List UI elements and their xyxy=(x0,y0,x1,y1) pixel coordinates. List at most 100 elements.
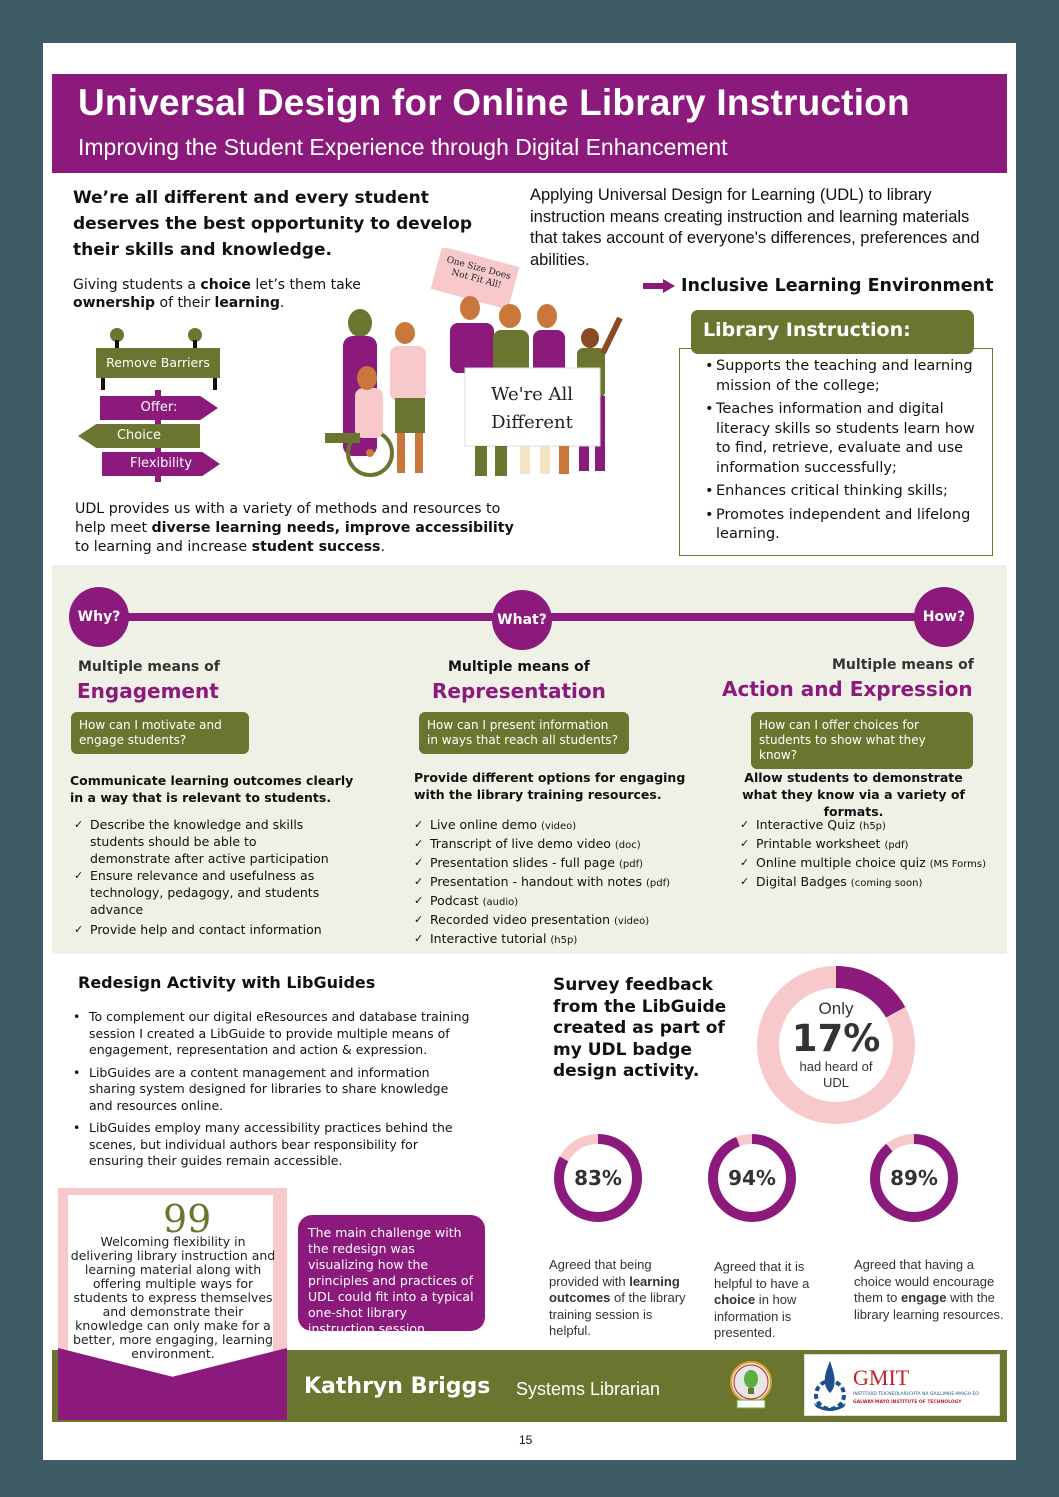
donut-pre-label: Only xyxy=(818,999,854,1018)
check-item: Interactive tutorial (h5p) xyxy=(414,930,704,949)
caption-89: Agreed that having a choice would encour… xyxy=(854,1257,1004,1322)
node-what: What? xyxy=(492,590,552,650)
check-item: Online multiple choice quiz (MS Forms) xyxy=(740,854,1000,873)
list-item: Enhances critical thinking skills; xyxy=(705,482,990,502)
text-run: . xyxy=(380,539,385,555)
action-checklist: Interactive Quiz (h5p) Printable workshe… xyxy=(740,816,1000,892)
poster-subtitle: Improving the Student Experience through… xyxy=(78,134,728,160)
check-item: Live online demo (video) xyxy=(414,816,704,835)
check-item: Podcast (audio) xyxy=(414,892,704,911)
intro-lead: We’re all different and every student de… xyxy=(73,188,472,260)
text-bold: student success xyxy=(251,539,381,555)
check-item: Printable worksheet (pdf) xyxy=(740,835,1000,854)
check-item: Digital Badges (coming soon) xyxy=(740,873,1000,892)
redesign-list: To complement our digital eResources and… xyxy=(73,1009,473,1176)
author-name: Kathryn Briggs xyxy=(304,1374,491,1399)
caption-94: Agreed that it is helpful to have a choi… xyxy=(714,1259,810,1340)
crowd-illustration-icon: One Size Does Not Fit All! We're All xyxy=(325,246,623,477)
sign-board-remove-barriers: Remove Barriers xyxy=(96,348,220,378)
check-item: Interactive Quiz (h5p) xyxy=(740,816,1000,835)
inclusive-label: Inclusive Learning Environment xyxy=(681,276,994,296)
library-instruction-heading: Library Instruction: xyxy=(691,310,974,354)
donut-chart-icon xyxy=(554,1134,642,1222)
post xyxy=(213,378,217,390)
donut-94-percent: 94% xyxy=(707,1133,797,1223)
gmit-irish-name: INSTITIÚID TEICNEOLAÍOCHTA NA GAILLIMHE-… xyxy=(853,1392,979,1397)
donut-value: 83% xyxy=(574,1166,622,1190)
list-item: Promotes independent and lifelong learni… xyxy=(705,506,990,545)
action-lead: Allow students to demonstrate what they … xyxy=(742,770,965,819)
donut-post-label: had heard of UDL xyxy=(799,1059,873,1090)
knob-icon xyxy=(110,328,124,342)
list-item: Teaches information and digital literacy… xyxy=(705,400,990,478)
donut-83-percent: 83% xyxy=(553,1133,643,1223)
representation-question: How can I present information in ways th… xyxy=(419,712,629,754)
node-how: How? xyxy=(914,587,974,647)
arrow-right-icon xyxy=(643,279,675,293)
svg-text:We're All: We're All xyxy=(491,384,573,405)
caption-83: Agreed that being provided with learning… xyxy=(549,1257,686,1338)
sign-arrow-offer: Offer: xyxy=(100,396,218,420)
quote-text: Welcoming flexibility in delivering libr… xyxy=(70,1234,276,1361)
representation-checklist: Live online demo (video) Transcript of l… xyxy=(414,816,704,949)
challenge-callout: The main challenge with the redesign was… xyxy=(298,1215,485,1336)
donut-value: 94% xyxy=(728,1166,776,1190)
poster-header: Universal Design for Online Library Inst… xyxy=(52,74,1007,173)
text-bold: learning xyxy=(214,295,280,311)
donut-value: 17% xyxy=(791,1017,881,1060)
post xyxy=(101,378,105,390)
intro-choice-text: Giving students a choice let’s them take… xyxy=(73,276,373,312)
poster-title: Universal Design for Online Library Inst… xyxy=(78,82,910,123)
list-item: LibGuides employ many accessibility prac… xyxy=(73,1120,473,1170)
check-item: Ensure relevance and usefulness as techn… xyxy=(74,867,334,918)
col-engagement-title: Engagement xyxy=(77,679,219,703)
gmit-english-name: GALWAY-MAYO INSTITUTE OF TECHNOLOGY xyxy=(853,1400,962,1405)
gmit-wordmark: GMIT xyxy=(853,1365,910,1390)
gmit-flame-icon xyxy=(814,1361,846,1411)
library-instruction-list: Supports the teaching and learning missi… xyxy=(705,357,990,549)
check-item: Transcript of live demo video (doc) xyxy=(414,835,704,854)
text-bold: diverse learning needs, improve accessib… xyxy=(151,520,514,536)
survey-title: Survey feedback from the LibGuide create… xyxy=(553,975,727,1081)
check-item: Presentation - handout with notes (pdf) xyxy=(414,873,704,892)
col-representation-sub: Multiple means of xyxy=(448,659,590,675)
text-run: . xyxy=(279,295,285,311)
donut-17-percent: Only 17% had heard of UDL xyxy=(756,965,916,1125)
list-item: Supports the teaching and learning missi… xyxy=(705,357,990,396)
representation-lead: Provide different options for engaging w… xyxy=(414,770,686,802)
col-representation-title: Representation xyxy=(432,679,606,703)
text-run: Giving students a xyxy=(73,277,201,293)
quote-mark-icon: 99 xyxy=(163,1197,212,1241)
badge-logo-icon xyxy=(729,1360,773,1410)
donut-value: 89% xyxy=(890,1166,938,1190)
poster-page: Universal Design for Online Library Inst… xyxy=(43,43,1016,1460)
engagement-question: How can I motivate and engage students? xyxy=(71,712,249,754)
redesign-title: Redesign Activity with LibGuides xyxy=(78,973,376,992)
text-bold: choice xyxy=(200,277,251,293)
author-role: Systems Librarian xyxy=(516,1379,661,1399)
engagement-checklist: Describe the knowledge and skills studen… xyxy=(74,816,334,938)
check-item: Presentation slides - full page (pdf) xyxy=(414,854,704,873)
engagement-lead: Communicate learning outcomes clearly in… xyxy=(70,773,354,805)
svg-text:Different: Different xyxy=(491,412,573,433)
applying-udl-text: Applying Universal Design for Learning (… xyxy=(530,186,980,269)
check-item: Describe the knowledge and skills studen… xyxy=(74,816,334,867)
donut-chart-icon xyxy=(708,1134,796,1222)
signpost-graphic: Remove Barriers Offer: Choice Flexibilit… xyxy=(78,328,228,488)
node-why: Why? xyxy=(69,587,129,647)
knob-icon xyxy=(188,328,202,342)
text-run: to learning and increase xyxy=(75,539,252,555)
action-question: How can I offer choices for students to … xyxy=(751,712,973,769)
text-run: let’s them take xyxy=(250,277,361,293)
diverse-students-illustration: One Size Does Not Fit All! We're All xyxy=(315,246,635,483)
text-run: UDL provides us with a variety of method… xyxy=(75,501,501,536)
sign-arrow-choice: Choice xyxy=(78,424,200,448)
page-number: 15 xyxy=(519,1433,533,1447)
text-run: of their xyxy=(155,295,215,311)
check-item: Provide help and contact information xyxy=(74,921,334,938)
text-bold: ownership xyxy=(73,295,156,311)
gmit-logo: GMIT INSTITIÚID TEICNEOLAÍOCHTA NA GAILL… xyxy=(804,1354,1000,1416)
list-item: LibGuides are a content management and i… xyxy=(73,1065,473,1115)
donut-89-percent: 89% xyxy=(869,1133,959,1223)
col-action-title: Action and Expression xyxy=(722,677,973,701)
